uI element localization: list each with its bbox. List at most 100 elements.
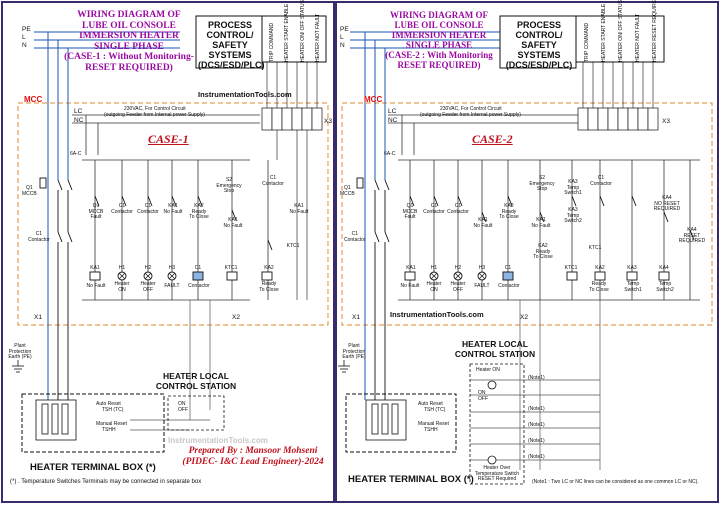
c2-coil-ka3: KA3 <box>627 265 637 271</box>
case2-note-text: (Note1 : Two LC or NC lines can be consi… <box>532 479 699 485</box>
signal2-start-enable: HEATER START ENABLE <box>600 3 607 62</box>
case2-signals: TRIP COMMAND HEATER START ENABLE HEATER … <box>578 0 664 62</box>
case2-note-3: (Note1) <box>528 422 545 428</box>
case1-label: CASE-1 <box>148 132 189 146</box>
signal-not-fault: HEATER NOT FAULT <box>315 13 322 62</box>
c2-lamp-h1: H1 <box>430 265 438 271</box>
case1-lc: LC <box>74 108 83 115</box>
case1-fuse: 6A-C <box>70 151 82 157</box>
c1-coil-c1-label: Contactor <box>188 283 210 289</box>
c2-lamp-h2: H2 <box>454 265 462 271</box>
c1-coil-ka1-label: No Fault <box>86 283 106 289</box>
c1-coil-ktc1: KTC1 <box>224 265 238 271</box>
case1-terminal-box: HEATER TERMINAL BOX (*) <box>30 462 156 473</box>
c1-coil-ka2: KA2 <box>264 265 274 271</box>
case1-title: WIRING DIAGRAM OF LUBE OIL CONSOLE IMMER… <box>64 10 194 73</box>
c2-lamp-h3: H3 <box>478 265 486 271</box>
case2-label: CASE-2 <box>472 132 513 146</box>
pe-line-label: PE <box>22 26 31 33</box>
signal-onoff-status: HEATER ON/ OFF STATUS <box>299 0 306 62</box>
case2-nc: NC <box>388 117 398 124</box>
c2-coil-ktc1: KTC1 <box>564 265 578 271</box>
case2-heater-on-lamp: Heater ON <box>476 367 500 373</box>
case2-note-1: (Note1) <box>528 375 545 381</box>
case2-x2: X2 <box>520 314 528 321</box>
case2-mcc-label: MCC <box>364 95 383 104</box>
n-line-label-2: N <box>340 42 345 49</box>
case2-x3: X3 <box>662 118 670 125</box>
watermark-case1: InstrumentationTools.com <box>168 436 268 445</box>
n-line-label: N <box>22 42 27 49</box>
case1-x2: X2 <box>232 314 240 321</box>
case2-title: WIRING DIAGRAM OF LUBE OIL CONSOLE IMMER… <box>385 10 493 70</box>
case2-terminal-box: HEATER TERMINAL BOX (*) <box>348 474 474 485</box>
signal2-trip-command: TRIP COMMAND <box>583 22 590 62</box>
c1-lamp-h3-label: FAULT <box>164 283 180 289</box>
case2-site-label: InstrumentationTools.com <box>390 310 484 319</box>
c2-ktc1-contact: KTC1 <box>588 245 602 251</box>
case1-signals: TRIP COMMAND HEATER START ENABLE HEATER … <box>264 0 326 62</box>
signal2-onoff-status: HEATER ON/ OFF STATUS <box>617 0 624 62</box>
c2-coil-ka1: KA1 <box>406 265 416 271</box>
c1-lamp-h3: H3 <box>168 265 176 271</box>
c1-coil-ka1: KA1 <box>90 265 100 271</box>
c1-lamp-h2: H2 <box>144 265 152 271</box>
c2-coil-ka4: KA4 <box>659 265 669 271</box>
case1-x1: X1 <box>34 314 42 321</box>
c1-ktc1-contact: KTC1 <box>286 243 300 249</box>
signal-trip-command: TRIP COMMAND <box>268 22 275 62</box>
case1-footnote: (*) . Temperature Switches Terminals may… <box>10 479 202 485</box>
c2-lamp-h3-label: FAULT <box>474 283 490 289</box>
l-line-label-2: L <box>340 34 344 41</box>
case2-lc: LC <box>388 108 397 115</box>
c1-coil-c1: C1 <box>194 265 202 271</box>
case2-note-2: (Note1) <box>528 406 545 412</box>
c1-lamp-h1: H1 <box>118 265 126 271</box>
c2-coil-ka2: KA2 <box>595 265 605 271</box>
case2-fuse: 6A-C <box>384 151 396 157</box>
case1-supply-note: 230VAC, For Control Circuit (outgoing Fe… <box>104 106 205 118</box>
case2-process-box: PROCESS CONTROL/ SAFETY SYSTEMS (DCS/ESD… <box>505 20 573 70</box>
case1-x3: X3 <box>324 118 332 125</box>
prepared-by: Prepared By : Mansoor Mohseni (PIDEC- I&… <box>182 446 324 467</box>
case1-nc: NC <box>74 117 84 124</box>
